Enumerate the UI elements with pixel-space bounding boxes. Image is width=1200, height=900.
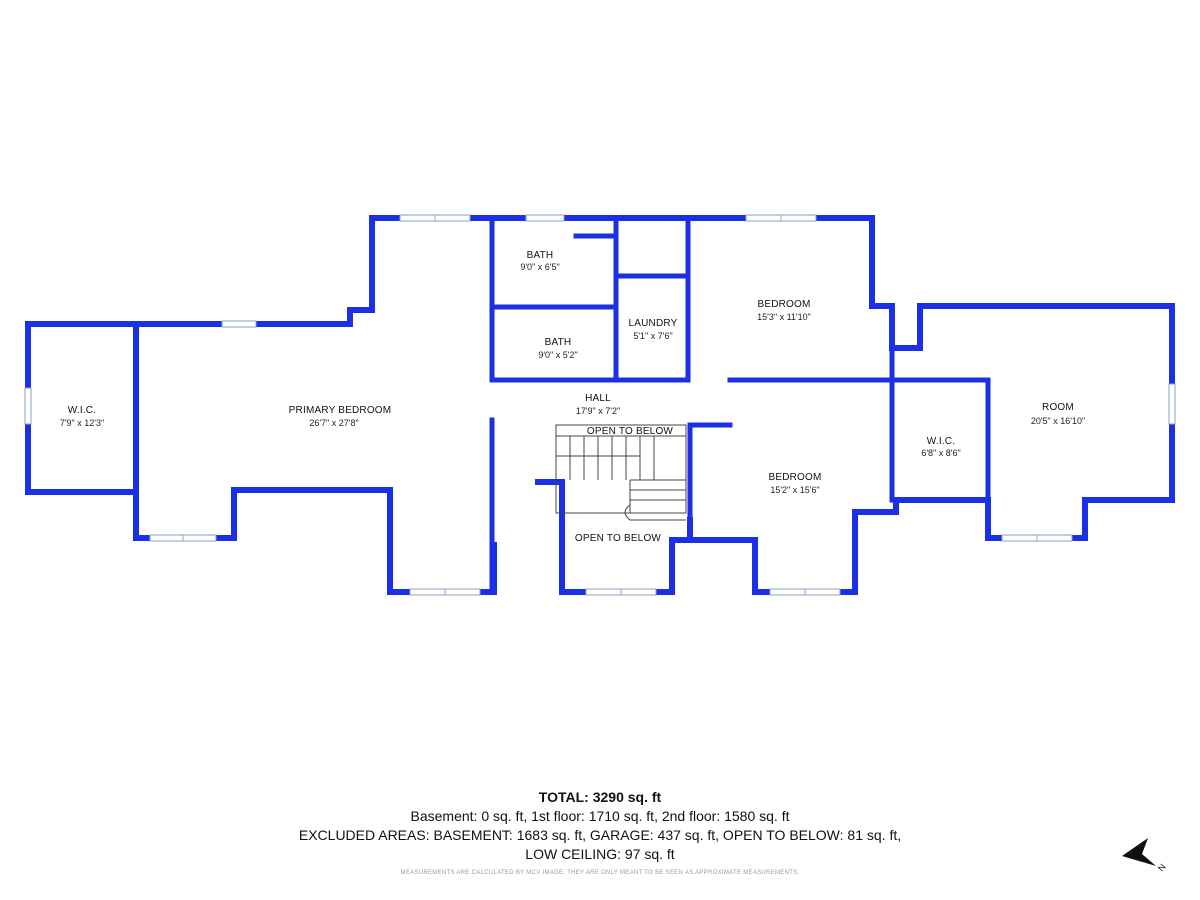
staircase <box>555 424 687 521</box>
room-dimensions: 9'0" x 5'2" <box>538 350 577 360</box>
room-dimensions: 26'7" x 27'8" <box>309 418 358 428</box>
room-name: ROOM <box>1042 402 1074 413</box>
measurement-disclaimer: MEASUREMENTS ARE CALCULATED BY MCV IMAGE… <box>400 870 800 876</box>
low-ceiling-area: LOW CEILING: 97 sq. ft <box>525 846 675 862</box>
room-name: BEDROOM <box>757 299 810 310</box>
room-name: PRIMARY BEDROOM <box>289 405 392 416</box>
window <box>525 214 565 222</box>
room-dimensions: 9'0" x 6'5" <box>520 262 559 272</box>
room-dimensions: 17'9" x 7'2" <box>576 406 620 416</box>
room-dimensions: 6'8" x 8'6" <box>921 448 960 458</box>
room-name: OPEN TO BELOW <box>575 533 662 544</box>
primary-bedroom-wall <box>133 321 497 595</box>
floor-areas: Basement: 0 sq. ft, 1st floor: 1710 sq. … <box>410 808 790 824</box>
total-area: TOTAL: 3290 sq. ft <box>538 789 662 805</box>
room-name: HALL <box>585 393 611 404</box>
window <box>24 387 32 425</box>
window <box>221 320 257 328</box>
room-dimensions: 15'3" x 11'10" <box>757 312 811 322</box>
top-wall <box>491 215 1175 541</box>
room-dimensions: 20'5" x 16'10" <box>1031 416 1085 426</box>
room-dimensions: 15'2" x 15'6" <box>770 485 819 495</box>
area-summary: TOTAL: 3290 sq. ft Basement: 0 sq. ft, 1… <box>0 788 1200 864</box>
north-label: N <box>1156 862 1168 873</box>
room-name: BATH <box>545 337 572 348</box>
room-dimensions: 7'9" x 12'3" <box>60 418 104 428</box>
north-arrow-icon: N <box>1122 838 1168 873</box>
primary-upper-wall <box>133 215 497 327</box>
room-lower-wall <box>687 497 991 595</box>
room-name: BATH <box>527 250 554 261</box>
room-name: W.I.C. <box>927 436 955 447</box>
room-name: BEDROOM <box>768 472 821 483</box>
windows <box>24 214 1176 596</box>
room-labels: W.I.C. 7'9" x 12'3" PRIMARY BEDROOM 26'7… <box>60 250 1085 544</box>
room-name: W.I.C. <box>68 405 96 416</box>
room-name: OPEN TO BELOW <box>587 426 674 437</box>
room-dimensions: 5'1" x 7'6" <box>633 331 672 341</box>
excluded-areas: EXCLUDED AREAS: BASEMENT: 1683 sq. ft, G… <box>298 827 902 843</box>
window <box>1168 383 1176 425</box>
room-name: LAUNDRY <box>628 318 677 329</box>
